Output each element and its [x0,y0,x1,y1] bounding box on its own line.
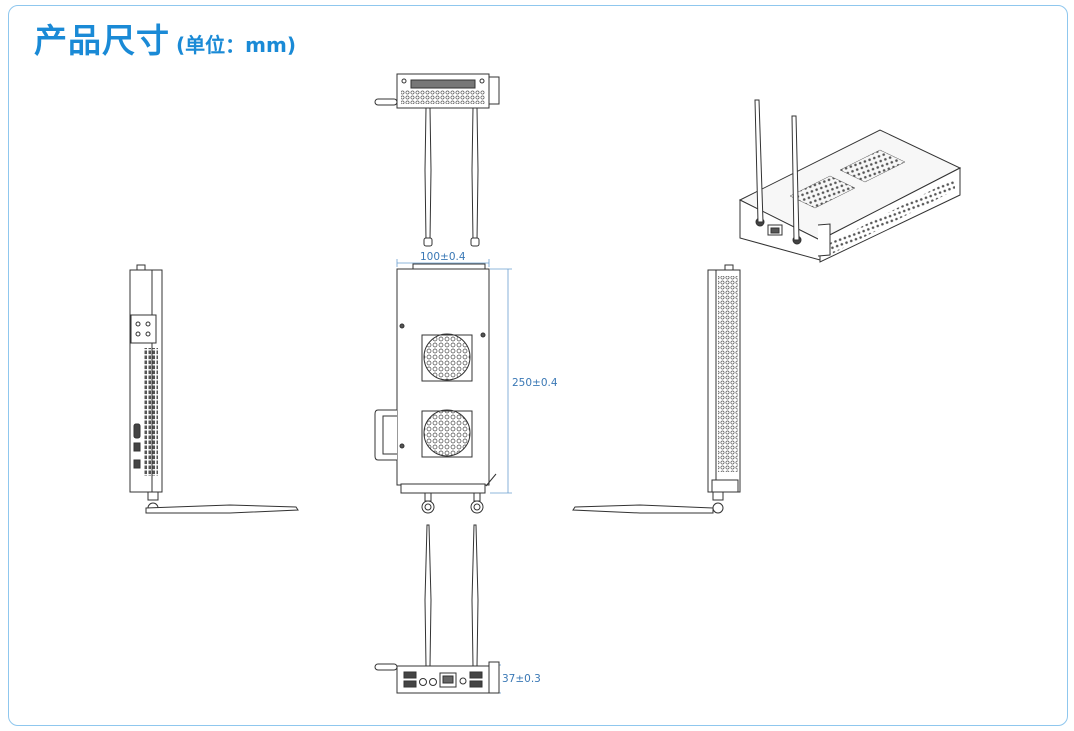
top-end-view [374,73,500,247]
title-main: 产品尺寸 [34,21,170,60]
plan-view [374,263,497,514]
width-dimension: 100±0.4 [420,251,466,263]
page-title: 产品尺寸(单位：mm) [34,14,296,62]
panel-frame [8,5,1068,726]
title-unit: (单位：mm) [176,33,296,57]
length-dimension: 250±0.4 [512,377,558,389]
right-side-view [572,264,741,514]
height-dimension: 37±0.3 [502,673,541,685]
bottom-end-view [374,524,500,694]
left-side-view [129,264,299,514]
isometric-view [738,99,962,263]
